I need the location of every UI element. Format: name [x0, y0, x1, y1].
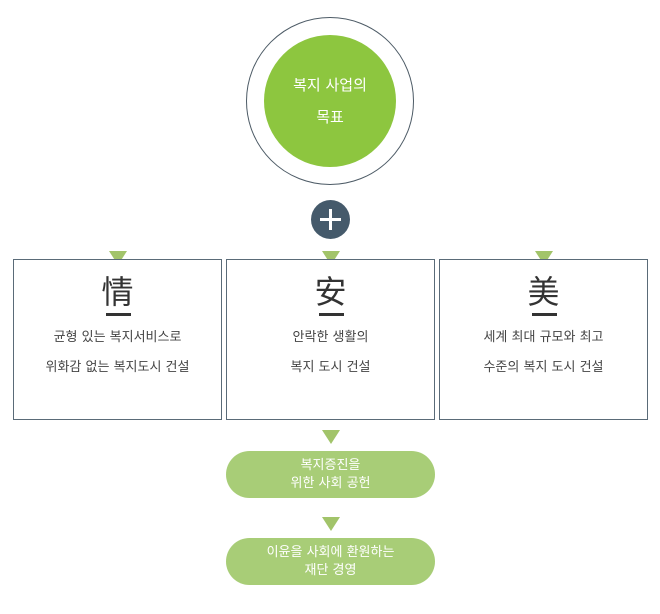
hanja-underline	[532, 313, 557, 316]
step-foundation-management: 이윤을 사회에 환원하는 재단 경영	[226, 538, 435, 585]
step-line2: 위한 사회 공헌	[290, 475, 371, 491]
pillar-text-line1: 안락한 생활의	[292, 330, 369, 345]
step-line1: 이윤을 사회에 환원하는	[266, 544, 395, 560]
pillar-box-an: 安 안락한 생활의 복지 도시 건설	[226, 259, 435, 420]
pillar-text-line2: 위화감 없는 복지도시 건설	[45, 360, 190, 375]
arrow-down-icon	[322, 430, 340, 444]
step-line1: 복지증진을	[300, 457, 361, 473]
goal-circle: 복지 사업의 목표	[264, 35, 396, 167]
pillar-hanja: 美	[527, 273, 560, 311]
pillar-text-line2: 복지 도시 건설	[290, 360, 371, 375]
pillar-box-jeong: 情 균형 있는 복지서비스로 위화감 없는 복지도시 건설	[13, 259, 222, 420]
pillar-box-mi: 美 세계 최대 규모와 최고 수준의 복지 도시 건설	[439, 259, 648, 420]
pillar-text-line1: 균형 있는 복지서비스로	[53, 330, 182, 345]
step-line2: 재단 경영	[304, 562, 357, 578]
pillar-text-line1: 세계 최대 규모와 최고	[483, 330, 604, 345]
plus-icon-vertical	[329, 209, 332, 230]
hanja-underline	[106, 313, 131, 316]
pillar-text-line2: 수준의 복지 도시 건설	[483, 360, 604, 375]
plus-icon	[311, 200, 350, 239]
goal-title-line2: 목표	[316, 108, 344, 126]
pillar-hanja: 安	[314, 273, 347, 311]
hanja-underline	[319, 313, 344, 316]
goal-outer-ring	[246, 17, 414, 185]
pillar-hanja: 情	[101, 273, 134, 311]
step-social-contribution: 복지증진을 위한 사회 공헌	[226, 451, 435, 498]
goal-title-line1: 복지 사업의	[293, 76, 367, 94]
arrow-down-icon	[322, 517, 340, 531]
